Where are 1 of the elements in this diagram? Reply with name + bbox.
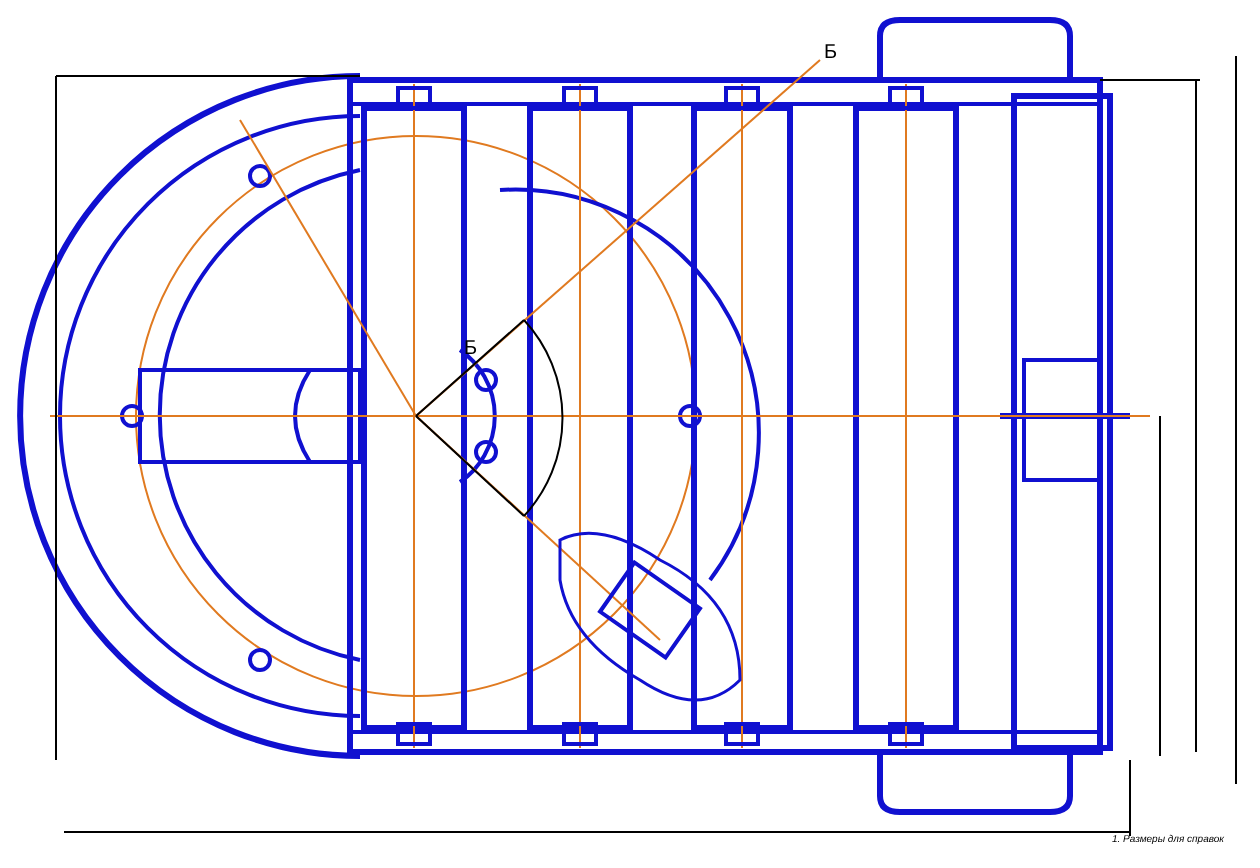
section-letter: Б xyxy=(824,44,838,64)
